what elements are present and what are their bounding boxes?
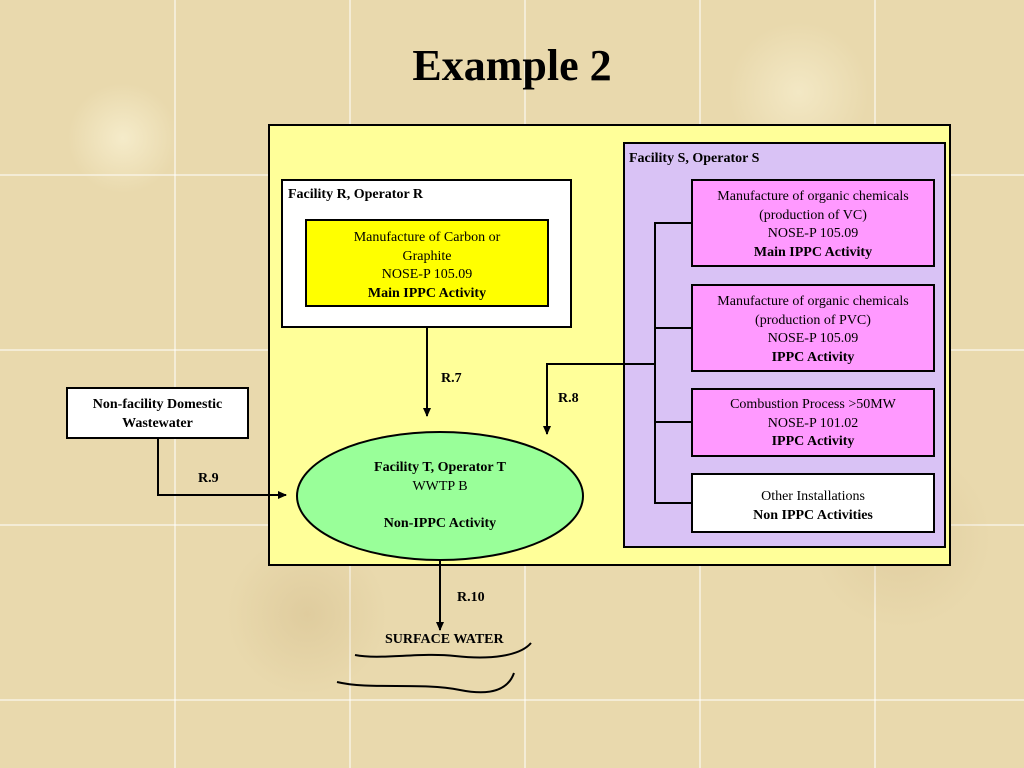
activity-status: IPPC Activity xyxy=(771,434,855,449)
activity-line: (production of PVC) xyxy=(755,312,871,328)
activity-nose-code: NOSE-P 105.09 xyxy=(381,267,473,282)
activity-nose-code: NOSE-P 101.02 xyxy=(767,415,859,431)
route-r7-label: R.7 xyxy=(441,371,462,386)
slide-title: Example 2 xyxy=(412,41,612,90)
domestic-wastewater-box: Non-facility Domestic Wastewater xyxy=(66,387,249,439)
activity-line: Graphite xyxy=(402,248,452,264)
route-r8-label: R.8 xyxy=(558,391,579,406)
activity-line: Manufacture of organic chemicals xyxy=(717,294,909,309)
activity-nose-code: NOSE-P 105.09 xyxy=(767,226,859,241)
activity-line: Manufacture of Carbon or xyxy=(353,230,501,245)
surface-water-wave-lower xyxy=(336,672,515,694)
surface-water-label: SURFACE WATER xyxy=(385,632,504,647)
facility-s-activity-combustion: Combustion Process >50MW NOSE-P 101.02 I… xyxy=(691,388,935,457)
activity-status: IPPC Activity xyxy=(771,349,855,365)
activity-line: (production of VC) xyxy=(759,207,867,223)
facility-t-header: Facility T, Operator T xyxy=(374,460,506,475)
activity-nose-code: NOSE-P 105.09 xyxy=(767,331,859,346)
facility-r-main-activity: Manufacture of Carbon or Graphite NOSE-P… xyxy=(305,219,549,307)
activity-status: Main IPPC Activity xyxy=(367,285,487,301)
activity-line: Manufacture of organic chemicals xyxy=(717,189,909,204)
facility-t-status: Non-IPPC Activity xyxy=(383,515,497,531)
facility-t-text: Facility T, Operator T WWTP B Non-IPPC A… xyxy=(300,459,580,533)
surface-water-wave-upper xyxy=(354,642,532,659)
facility-r-header: Facility R, Operator R xyxy=(288,187,424,202)
facility-s-bracket xyxy=(654,222,691,504)
activity-line: Combustion Process >50MW xyxy=(730,397,896,412)
activity-status: Non IPPC Activities xyxy=(753,507,873,523)
facility-s-other-installations: Other Installations Non IPPC Activities xyxy=(691,473,935,533)
activity-line: Other Installations xyxy=(761,489,865,504)
facility-t-type: WWTP B xyxy=(412,478,468,494)
domestic-line: Wastewater xyxy=(122,415,193,431)
activity-status: Main IPPC Activity xyxy=(753,244,873,260)
facility-s-header: Facility S, Operator S xyxy=(629,151,760,166)
route-r10-label: R.10 xyxy=(457,590,485,605)
route-r9-arrow xyxy=(157,439,287,499)
domestic-line: Non-facility Domestic xyxy=(92,397,223,412)
facility-s-activity-vc: Manufacture of organic chemicals (produc… xyxy=(691,179,935,267)
route-r9-label: R.9 xyxy=(198,471,219,486)
route-r8-arrow xyxy=(543,363,655,435)
facility-t-ellipse xyxy=(296,431,584,561)
facility-s-activity-pvc: Manufacture of organic chemicals (produc… xyxy=(691,284,935,372)
